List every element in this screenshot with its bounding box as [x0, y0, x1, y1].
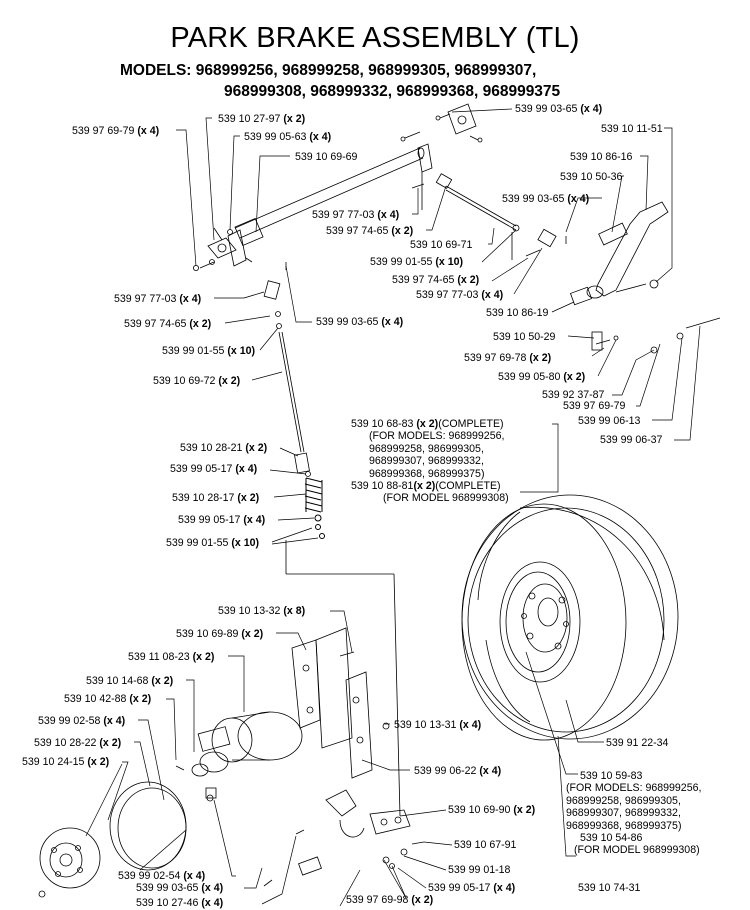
label-part: 539 99 03-65 (x 4) — [515, 103, 603, 115]
label-part: 539 99 03-65 (x 4) — [502, 193, 590, 205]
label-part: 539 99 02-54 (x 4) — [118, 870, 206, 882]
label-part: 539 97 69-98 (x 2) — [346, 894, 434, 906]
label-part: 539 97 74-65 (x 2) — [326, 225, 414, 237]
label-part: 539 97 77-03 (x 4) — [416, 289, 504, 301]
label-part: 539 10 69-71 — [410, 239, 473, 251]
label-part: 539 10 86-19 — [486, 307, 549, 319]
label-part: 539 10 11-51 — [601, 123, 663, 135]
label-part: 539 97 69-79 — [563, 400, 626, 412]
label-part: 539 92 37-87 — [542, 389, 605, 401]
left-clevis — [243, 262, 287, 329]
label-part: 539 10 50-36 — [560, 171, 623, 183]
label-part: 539 99 05-17 (x 4) — [428, 882, 516, 894]
rim-note: 539 10 59-83 (FOR MODELS: 968999256, 968… — [566, 770, 702, 857]
label-part: 539 10 14-68 (x 2) — [86, 675, 174, 687]
mount-bracket — [291, 627, 390, 779]
label-part: 539 99 06-37 — [600, 434, 663, 446]
label-part: 539 99 01-18 — [448, 864, 511, 876]
label-part: 539 10 27-97 (x 2) — [218, 113, 306, 125]
label-part: 539 11 08-23 (x 2) — [128, 651, 215, 663]
label-part: 539 99 03-65 (x 4) — [136, 882, 224, 894]
label-part: 539 10 74-31 — [578, 882, 641, 894]
label-part: 539 99 02-58 (x 4) — [38, 715, 126, 727]
label-part: 539 10 69-89 (x 2) — [176, 628, 264, 640]
left-flange — [192, 227, 253, 271]
label-part: 539 97 69-79 (x 4) — [72, 125, 160, 137]
label-part: 539 99 05-17 (x 4) — [170, 463, 258, 475]
label-part: 539 10 86-16 — [570, 151, 633, 163]
label-part: 539 99 05-63 (x 4) — [244, 131, 332, 143]
hub-drum — [38, 827, 101, 898]
label-part: 539 99 06-22 (x 4) — [414, 765, 502, 777]
label-part: 539 99 06-13 — [578, 415, 641, 427]
brake-pedal — [569, 201, 669, 306]
label-part: 539 97 74-65 (x 2) — [124, 318, 212, 330]
brake-band — [109, 781, 217, 871]
label-part: 539 10 27-46 (x 4) — [136, 897, 224, 909]
brake-rod — [278, 331, 311, 477]
label-part: 539 10 69-72 (x 2) — [153, 375, 241, 387]
right-flange — [400, 103, 483, 173]
label-part: 539 10 13-31 (x 4) — [394, 719, 482, 731]
label-part: 539 10 50-29 — [493, 331, 556, 343]
label-part: 539 97 69-78 (x 2) — [464, 352, 552, 364]
label-part: 539 99 05-80 (x 2) — [498, 371, 586, 383]
label-part: 539 99 03-65 (x 4) — [316, 316, 404, 328]
label-part: 539 99 01-55 (x 10) — [162, 345, 256, 357]
label-part: 539 10 13-32 (x 8) — [218, 605, 306, 617]
label-part: 539 97 77-03 (x 4) — [114, 293, 202, 305]
label-part: 539 97 77-03 (x 4) — [312, 209, 400, 221]
wheel-assembly-note: 539 10 68-83 (x 2)(COMPLETE) (FOR MODELS… — [351, 418, 509, 505]
label-part: 539 10 28-22 (x 2) — [34, 737, 122, 749]
label-part: 539 99 05-17 (x 4) — [178, 514, 266, 526]
label-part: 539 97 74-65 (x 2) — [392, 274, 480, 286]
label-part: 539 10 67-91 — [454, 839, 517, 851]
hydro-motor — [175, 711, 303, 802]
page-title: PARK BRAKE ASSEMBLY (TL) — [170, 22, 580, 54]
label-part: 539 99 01-55 (x 10) — [166, 537, 260, 549]
label-part: 539 91 22-34 — [606, 737, 669, 749]
shaft-guide-lines — [421, 172, 513, 260]
upper-clevis — [411, 173, 567, 257]
lower-arm — [263, 789, 425, 887]
cross-shaft — [234, 147, 425, 247]
label-part: 539 10 28-17 (x 2) — [172, 492, 260, 504]
compression-spring — [304, 477, 325, 539]
leader-lines — [85, 108, 701, 907]
models-line-1: MODELS: 968999256, 968999258, 968999305,… — [120, 62, 537, 79]
label-part: 539 10 24-15 (x 2) — [22, 756, 110, 768]
label-part: 539 99 01-55 (x 10) — [370, 256, 464, 268]
label-part: 539 10 42-88 (x 2) — [64, 693, 152, 705]
guide-lines — [285, 540, 401, 817]
models-line-2: 968999308, 968999332, 968999368, 9689993… — [224, 83, 561, 100]
label-part: 539 10 69-90 (x 2) — [448, 804, 536, 816]
right-bolts — [591, 317, 721, 354]
label-part: 539 10 28-21 (x 2) — [180, 442, 268, 454]
label-part: 539 10 69-69 — [295, 151, 358, 163]
wheel-tire — [461, 494, 679, 741]
